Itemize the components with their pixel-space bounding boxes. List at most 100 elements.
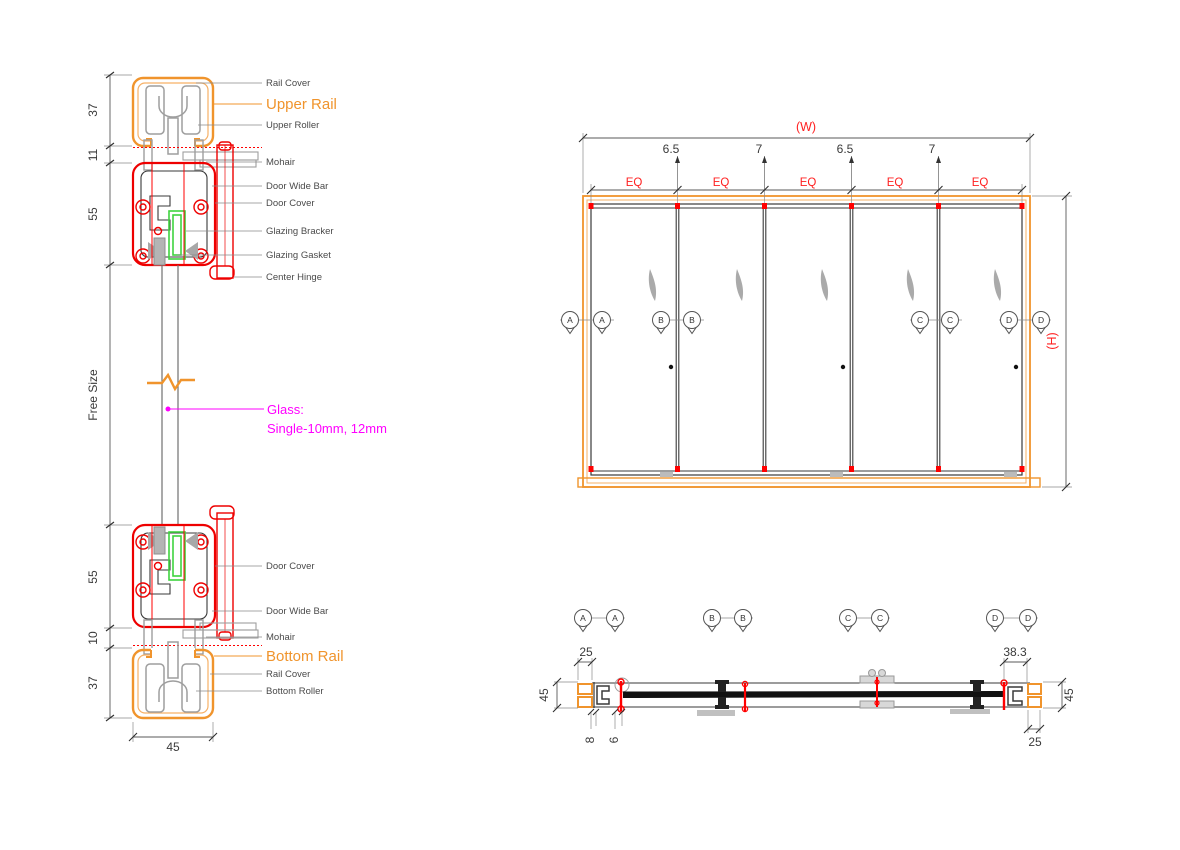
- dim-6-5-a: 6.5: [663, 142, 680, 156]
- svg-text:A: A: [567, 315, 573, 325]
- dim-h-label: (H): [1045, 332, 1059, 349]
- plan-pin-C2: C: [871, 609, 889, 633]
- dim-55-bottom: 55: [86, 570, 100, 584]
- dim-45-bottom: 45: [166, 740, 180, 754]
- dim-meeting-width: 38.3: [1003, 645, 1027, 659]
- glass-reflection-marks: [648, 269, 1002, 301]
- label-door-wide-bar-top: Door Wide Bar: [266, 181, 328, 192]
- plan-section-view: A A B B C C D D: [537, 609, 1076, 749]
- plan-guide-right: [950, 709, 990, 714]
- upper-door-profile: [131, 161, 217, 267]
- dim-eq-1: EQ: [626, 177, 643, 189]
- marker-pin-B2: B: [683, 311, 701, 335]
- dim-eq-row: EQ EQ EQ EQ EQ: [586, 177, 1027, 195]
- dim-jamb-left: 25: [579, 645, 593, 659]
- plan-pin-D2: D: [1019, 609, 1037, 633]
- dim-eq-2: EQ: [713, 177, 730, 189]
- mullion-end-marks: [588, 203, 1025, 472]
- lock-dots: [668, 364, 1019, 370]
- svg-text:B: B: [709, 613, 715, 623]
- label-bottom-rail: Bottom Rail: [266, 648, 344, 665]
- label-mohair-bottom: Mohair: [266, 632, 295, 643]
- label-rail-cover-bottom: Rail Cover: [266, 669, 310, 680]
- glazing-bracket-shape: [168, 210, 186, 260]
- dim-7-b: 7: [929, 142, 936, 156]
- bottom-guide-tabs: [660, 472, 1017, 477]
- upper-roller-shape: [145, 85, 201, 155]
- dim-gap-8: 8: [583, 736, 597, 743]
- glass-pane: [147, 265, 264, 525]
- plan-roller-2: [970, 680, 984, 709]
- label-door-cover-top: Door Cover: [266, 198, 315, 209]
- plan-right-jamb: [1000, 679, 1042, 710]
- label-door-wide-bar-bottom: Door Wide Bar: [266, 606, 328, 617]
- plan-section-markers: A A B B C C D D: [574, 609, 1038, 633]
- svg-text:D: D: [1025, 613, 1031, 623]
- dim-55-top: 55: [86, 207, 100, 221]
- dim-eq-5: EQ: [972, 177, 989, 189]
- left-dimension-chain: 37 11 55 Free Size 55 10 37 45: [86, 71, 218, 754]
- marker-pin-D1: D: [1000, 311, 1018, 335]
- detail-labels-top: Rail Cover Upper Rail Upper Roller Mohai…: [177, 78, 337, 283]
- break-symbol: [147, 372, 195, 392]
- svg-text:C: C: [947, 315, 953, 325]
- svg-text:A: A: [599, 315, 605, 325]
- dim-10: 10: [86, 631, 100, 645]
- dim-37-bottom: 37: [86, 676, 100, 690]
- plan-pin-B1: B: [703, 609, 721, 633]
- elevation-mullions: [588, 158, 1025, 477]
- dim-eq-4: EQ: [887, 177, 904, 189]
- svg-text:A: A: [580, 613, 586, 623]
- plan-door-panel: [623, 691, 1003, 698]
- upper-rail-profile: [131, 76, 215, 155]
- glass-note-line2: Single-10mm, 12mm: [267, 421, 387, 436]
- label-bottom-roller: Bottom Roller: [266, 686, 324, 697]
- plan-pin-C1: C: [839, 609, 857, 633]
- dim-37-top: 37: [86, 103, 100, 117]
- label-mohair-top: Mohair: [266, 157, 295, 168]
- svg-text:A: A: [612, 613, 618, 623]
- bottom-rail-profile: [131, 641, 215, 720]
- elevation-section-markers: A A B B C C D D: [560, 311, 1051, 335]
- lower-mohair-zone: [133, 619, 262, 655]
- glass-note-line1: Glass:: [267, 402, 304, 417]
- label-center-hinge: Center Hinge: [266, 272, 322, 283]
- dim-gap-6: 6: [607, 736, 621, 743]
- marker-pin-D2: D: [1032, 311, 1050, 335]
- svg-text:C: C: [917, 315, 923, 325]
- svg-text:D: D: [992, 613, 998, 623]
- glass-note: Glass: Single-10mm, 12mm: [267, 402, 387, 436]
- dim-w-label: (W): [796, 120, 816, 134]
- plan-track: [592, 682, 1030, 708]
- plan-pin-B2: B: [734, 609, 752, 633]
- marker-pin-A1: A: [561, 311, 579, 335]
- bottom-roller-shape: [145, 641, 201, 713]
- label-upper-rail: Upper Rail: [266, 96, 337, 113]
- upper-mohair-zone: [133, 139, 262, 171]
- plan-interlock-2: [741, 680, 749, 713]
- svg-text:D: D: [1038, 315, 1044, 325]
- svg-text:B: B: [740, 613, 746, 623]
- label-rail-cover-top: Rail Cover: [266, 78, 310, 89]
- plan-meeting-assembly: [859, 669, 895, 709]
- lower-door-profile: [131, 523, 217, 629]
- dim-overall-width: (W): [578, 120, 1035, 193]
- dim-overall-height: (H): [1032, 191, 1072, 492]
- plan-roller-1: [715, 680, 729, 709]
- dim-eq-3: EQ: [800, 177, 817, 189]
- plan-guide-left: [697, 710, 735, 716]
- elevation-frame: [577, 195, 1041, 488]
- upper-center-hinge: [209, 141, 235, 280]
- label-glazing-bracker: Glazing Bracker: [266, 226, 334, 237]
- svg-text:B: B: [689, 315, 695, 325]
- dim-mullion-gaps: 6.5 7 6.5 7: [663, 142, 941, 190]
- label-glazing-gasket: Glazing Gasket: [266, 250, 331, 261]
- detail-labels-bottom: Door Cover Door Wide Bar Mohair Bottom R…: [196, 561, 344, 697]
- dim-free-size: Free Size: [86, 369, 100, 421]
- svg-text:B: B: [658, 315, 664, 325]
- dim-11: 11: [86, 148, 100, 161]
- label-upper-roller: Upper Roller: [266, 120, 319, 131]
- svg-text:D: D: [1006, 315, 1012, 325]
- plan-pin-A1: A: [574, 609, 592, 633]
- marker-pin-C2: C: [941, 311, 959, 335]
